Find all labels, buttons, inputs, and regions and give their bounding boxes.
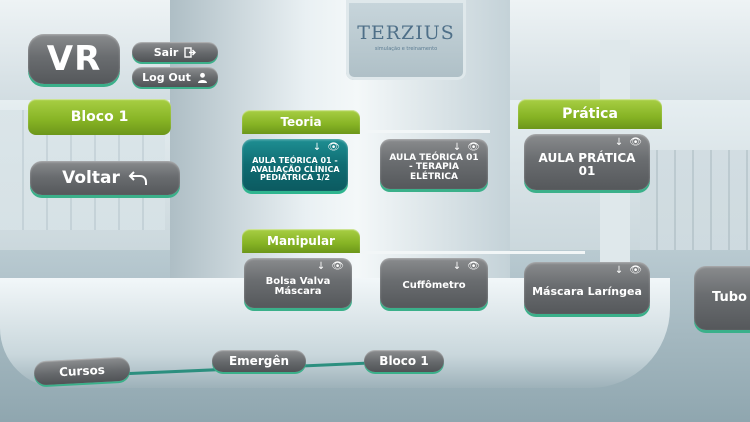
eye-icon[interactable]: 👁 [629,265,642,276]
eye-icon[interactable]: 👁 [467,261,480,272]
teoria-underline [360,130,490,133]
aula-teorica-2-label: AULA TEÓRICA 01 - TERAPIA ELÉTRICA [389,152,479,182]
aula-teorica-card-1[interactable]: ↓ 👁 AULA TEÓRICA 01 - AVALIAÇÃO CLÍNICA … [242,139,348,191]
breadcrumb-cursos[interactable]: Cursos [33,356,131,386]
pratica-label: Prática [562,106,618,122]
teoria-tab[interactable]: Teoria [242,110,360,134]
exit-icon [184,46,197,58]
tubo-card[interactable]: Tubo [694,266,750,330]
aula-pratica-1-label: AULA PRÁTICA 01 [538,151,636,178]
teoria-label: Teoria [280,115,322,129]
breadcrumb-emergencia[interactable]: Emergên [212,350,306,372]
tubo-label: Tubo [712,290,747,306]
breadcrumb-emergencia-label: Emergên [228,354,290,368]
breadcrumb-cursos-label: Cursos [58,362,106,380]
manipular-tab[interactable]: Manipular [242,229,360,253]
download-icon[interactable]: ↓ [614,265,624,276]
cuffometro-card[interactable]: ↓ 👁 Cuffômetro [380,258,488,308]
aula-teorica-card-2[interactable]: ↓ 👁 AULA TEÓRICA 01 - TERAPIA ELÉTRICA [380,139,488,189]
vr-button[interactable]: VR [28,34,120,84]
logout-label: Log Out [142,70,191,84]
eye-icon[interactable]: 👁 [467,142,480,153]
download-icon[interactable]: ↓ [312,142,322,153]
bloco-1-header[interactable]: Bloco 1 [28,99,171,135]
manipular-underline [360,251,585,254]
bolsa-valva-label: Bolsa Valva Máscara [265,275,331,297]
breadcrumb-bloco-1-label: Bloco 1 [379,354,429,368]
download-icon[interactable]: ↓ [614,137,624,148]
breadcrumb-bloco-1[interactable]: Bloco 1 [364,350,444,372]
mascara-laringea-card[interactable]: ↓ 👁 Máscara Laríngea [524,262,650,314]
bolsa-valva-card[interactable]: ↓ 👁 Bolsa Valva Máscara [244,258,352,308]
brand-logo-text: TERZIUS [357,22,455,44]
voltar-label: Voltar [62,168,120,188]
sair-button[interactable]: Sair [132,42,218,62]
manipular-label: Manipular [267,234,335,248]
eye-icon[interactable]: 👁 [327,142,340,153]
brand-sign: TERZIUS simulação e treinamento [346,0,466,80]
aula-teorica-1-label: AULA TEÓRICA 01 - AVALIAÇÃO CLÍNICA PEDI… [250,156,340,183]
bloco-1-label: Bloco 1 [70,109,129,125]
back-arrow-icon [128,170,148,186]
mascara-laringea-label: Máscara Laríngea [532,285,642,299]
download-icon[interactable]: ↓ [316,261,326,272]
vr-label: VR [46,39,102,79]
brand-logo-subtext: simulação e treinamento [374,46,438,52]
voltar-button[interactable]: Voltar [30,161,180,195]
logout-button[interactable]: Log Out [132,67,218,87]
user-icon [197,72,208,83]
right-window [640,150,750,260]
eye-icon[interactable]: 👁 [629,137,642,148]
eye-icon[interactable]: 👁 [331,261,344,272]
download-icon[interactable]: ↓ [452,261,462,272]
sair-label: Sair [153,45,179,59]
download-icon[interactable]: ↓ [452,142,462,153]
pratica-tab[interactable]: Prática [518,99,662,129]
cuffometro-label: Cuffômetro [402,279,466,291]
aula-pratica-card-1[interactable]: ↓ 👁 AULA PRÁTICA 01 [524,134,650,190]
